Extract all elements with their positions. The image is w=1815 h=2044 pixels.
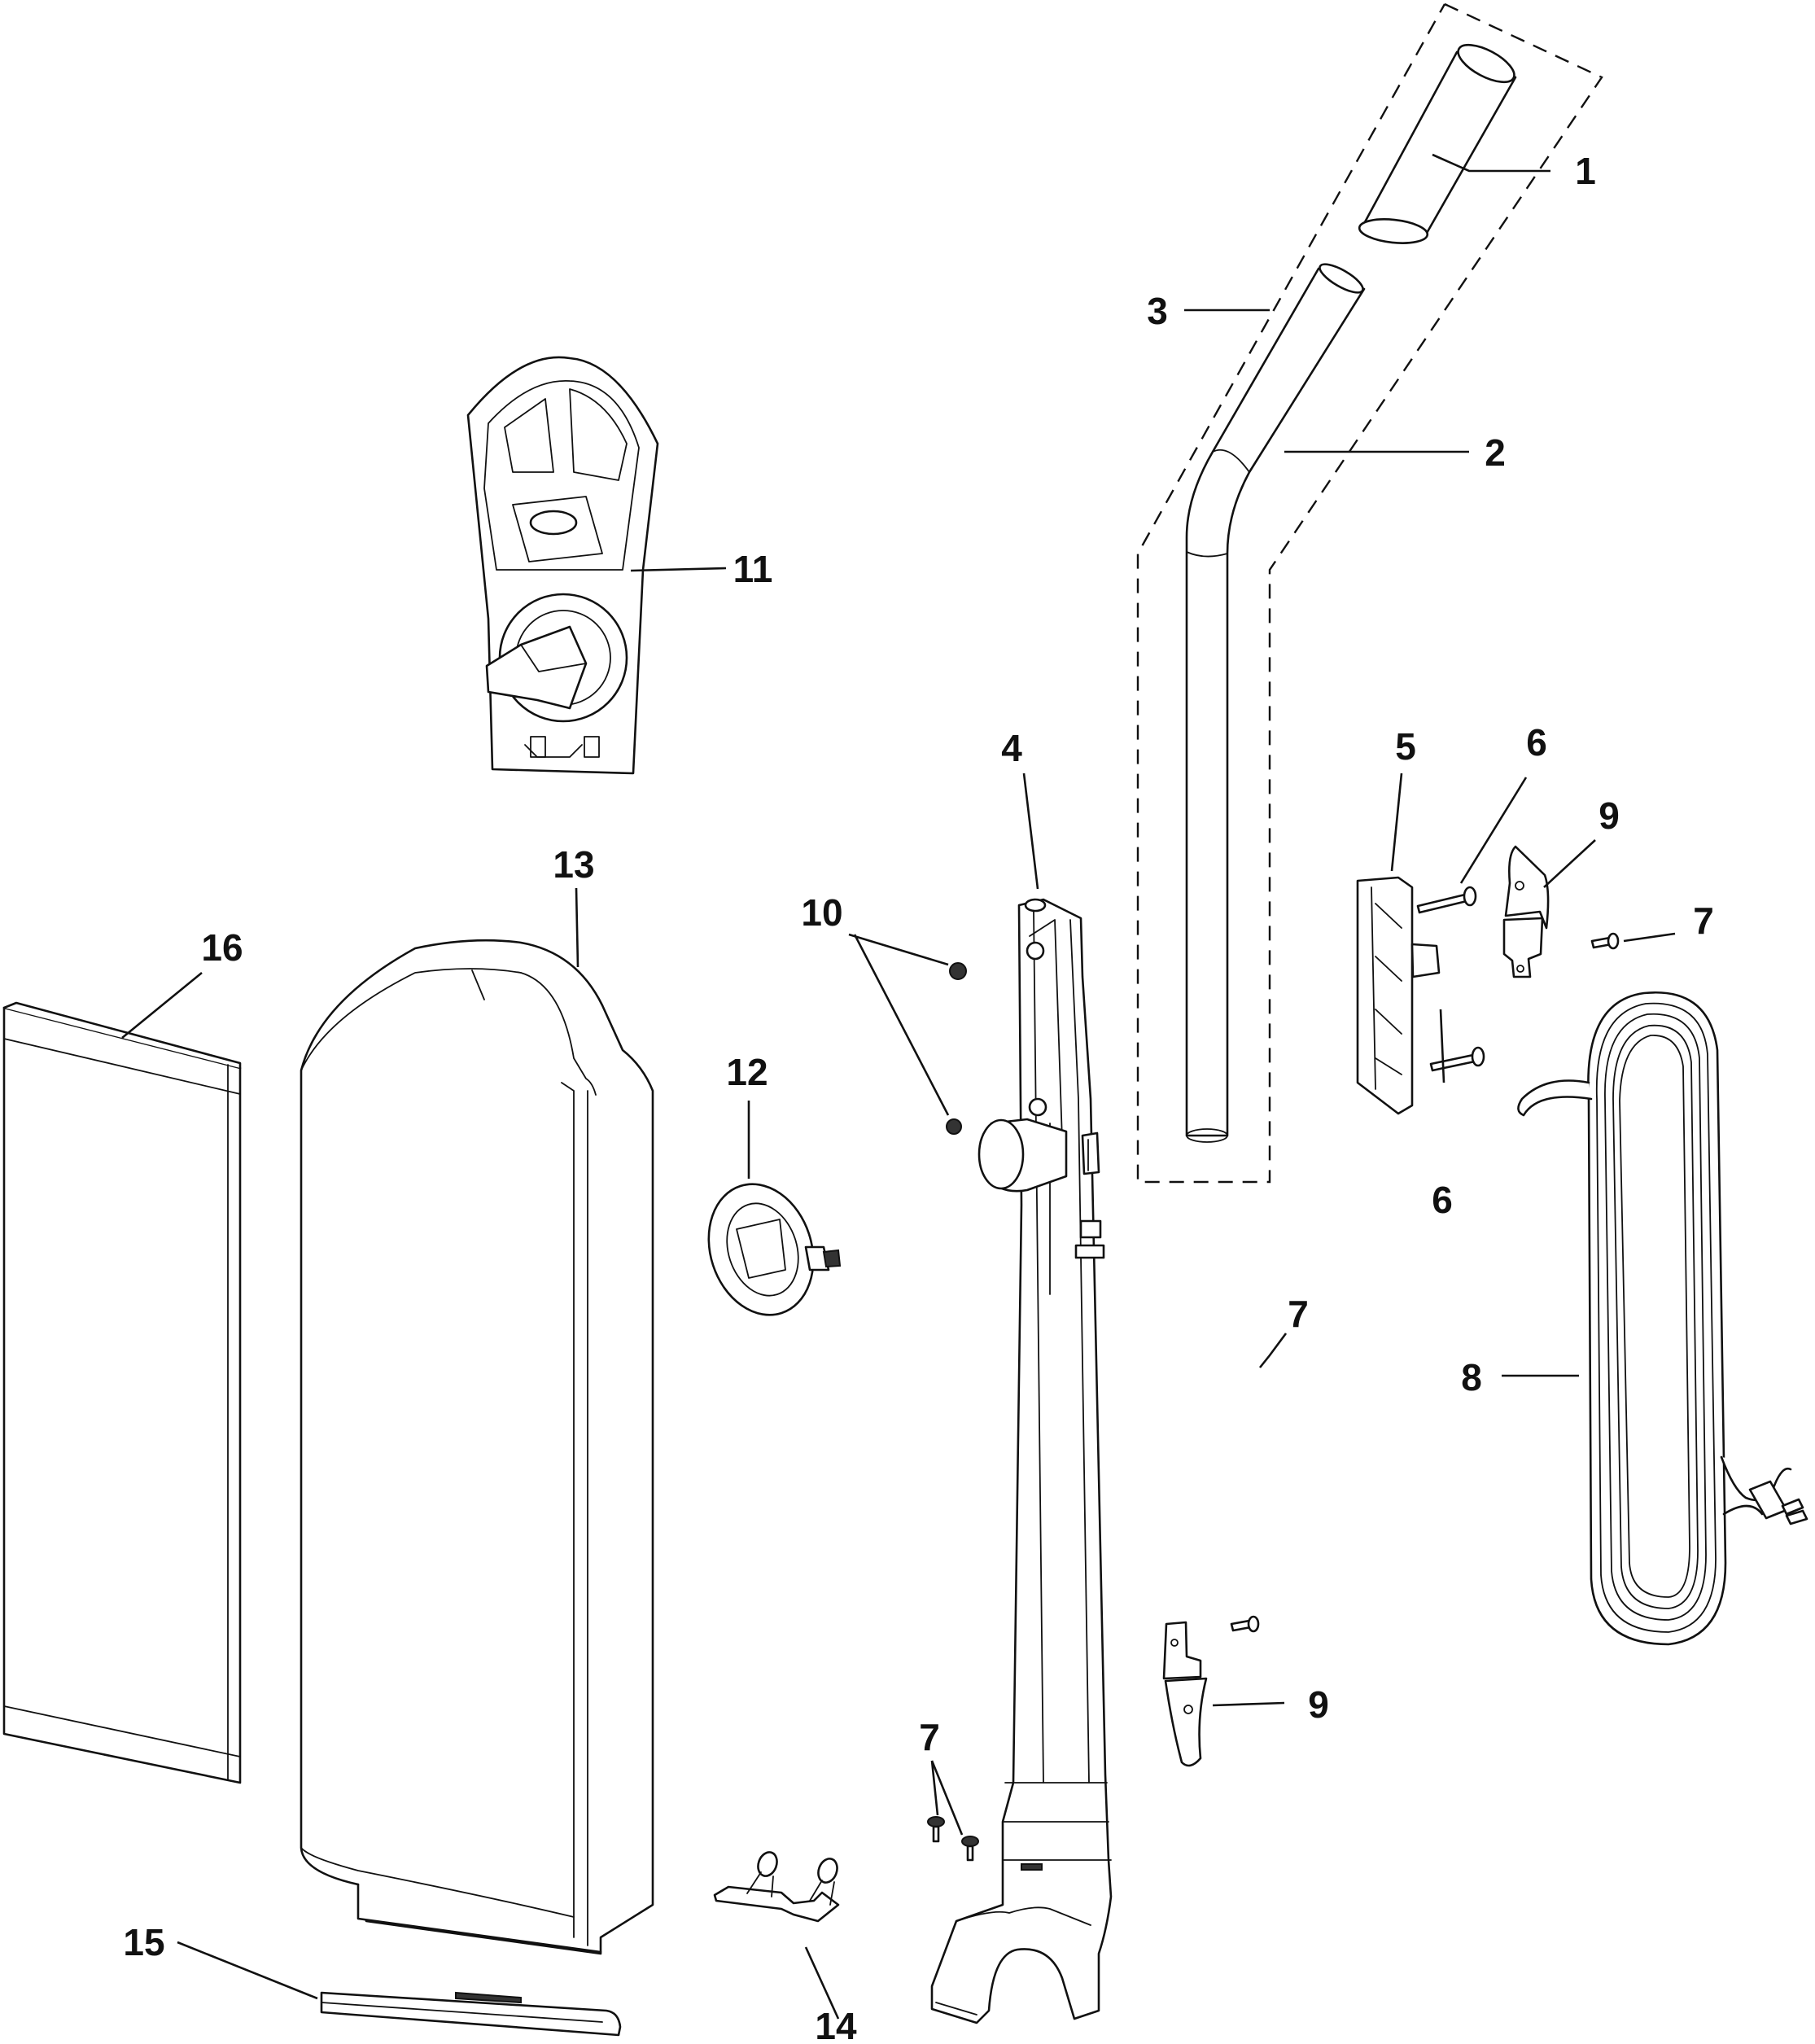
callout-12: 12 xyxy=(726,1051,768,1093)
callout-14: 14 xyxy=(815,2005,857,2044)
part-6-bolts xyxy=(1416,886,1485,1072)
part-2-handle-tube xyxy=(1185,263,1366,1143)
callout-6-upper: 6 xyxy=(1526,721,1547,764)
part-1-grip-tube xyxy=(1358,43,1517,244)
part-9-cord-hook-upper xyxy=(1502,845,1550,978)
callout-3: 3 xyxy=(1147,290,1168,332)
part-15-latch-strip xyxy=(320,1991,622,2037)
part-4-handle-column xyxy=(930,898,1113,2024)
callout-9-lower: 9 xyxy=(1308,1683,1329,1726)
part-9-cord-hook-lower xyxy=(1162,1621,1208,1767)
part-12-cyclone-ring xyxy=(707,1183,842,1316)
callout-5: 5 xyxy=(1395,725,1416,768)
callout-labels: 1 2 3 4 5 6 6 7 7 7 8 9 9 10 11 12 13 14… xyxy=(123,150,1713,2044)
part-11-dust-cup-cover xyxy=(466,356,659,775)
handle-assembly-outline xyxy=(1136,2,1603,1184)
callout-13: 13 xyxy=(553,843,594,886)
part-8-power-cord xyxy=(1517,991,1808,1646)
callout-16: 16 xyxy=(201,926,243,969)
part-5-cord-bracket xyxy=(1356,876,1441,1115)
part-7-screws xyxy=(927,932,1620,1862)
callout-1: 1 xyxy=(1575,150,1596,192)
callout-10: 10 xyxy=(801,891,842,934)
callout-7-middle: 7 xyxy=(1288,1293,1309,1335)
callout-15: 15 xyxy=(123,1921,164,1963)
callout-4: 4 xyxy=(1001,727,1022,769)
callout-11: 11 xyxy=(733,548,773,590)
part-14-bracket xyxy=(713,1851,840,1923)
part-16-front-panel xyxy=(2,1001,242,1784)
leader-lines xyxy=(121,153,1676,2020)
callout-8: 8 xyxy=(1461,1356,1482,1398)
callout-9-upper: 9 xyxy=(1599,794,1620,837)
callout-2: 2 xyxy=(1485,431,1506,474)
callout-7-lower: 7 xyxy=(919,1716,940,1758)
part-10-screws xyxy=(946,962,967,1135)
callout-6-lower: 6 xyxy=(1432,1179,1453,1221)
part-13-dust-bin xyxy=(300,939,654,1955)
callout-7-upper: 7 xyxy=(1693,899,1714,942)
